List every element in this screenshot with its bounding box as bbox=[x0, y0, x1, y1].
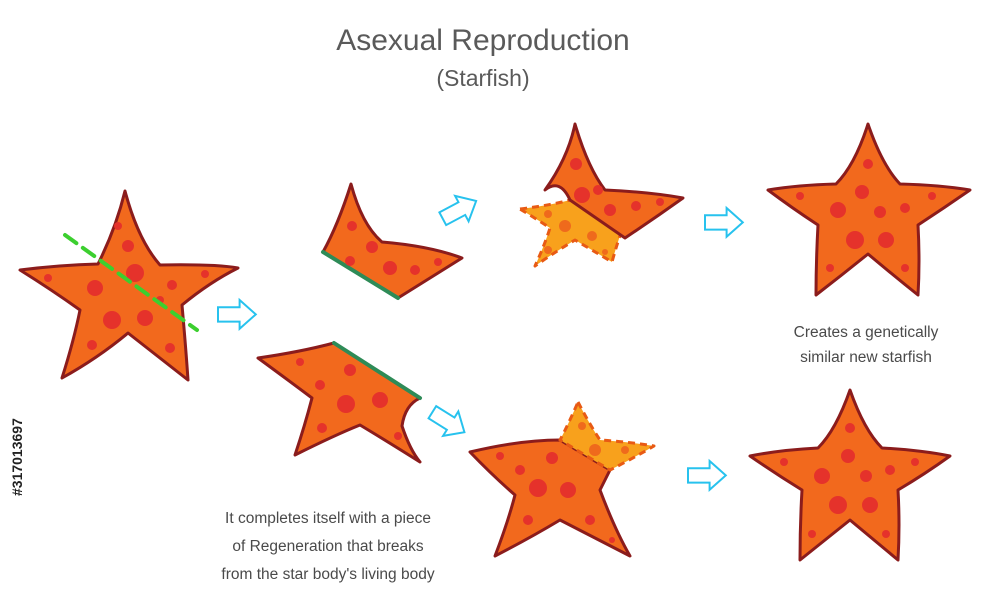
lower-new-starfish bbox=[748, 388, 952, 562]
caption-bottom-line-2: of Regeneration that breaks bbox=[232, 538, 424, 555]
stock-id-label: #317013697 bbox=[9, 418, 25, 496]
lower-fragment bbox=[256, 341, 422, 464]
arrow-right-icon bbox=[687, 458, 728, 493]
diagram-title: Asexual Reproduction bbox=[336, 24, 630, 57]
caption-right-line-2: similar new starfish bbox=[800, 349, 932, 366]
arrow-right-icon bbox=[427, 404, 466, 438]
original-starfish bbox=[18, 189, 240, 382]
cut-line bbox=[63, 233, 199, 332]
arrow-right-icon bbox=[704, 205, 745, 240]
arrow-right-icon bbox=[217, 297, 258, 332]
upper-fragment bbox=[321, 182, 464, 300]
diagram-subtitle: (Starfish) bbox=[436, 65, 529, 91]
lower-regenerating-starfish bbox=[468, 400, 656, 558]
upper-new-starfish bbox=[766, 122, 972, 297]
arrow-right-icon bbox=[438, 194, 478, 227]
caption-bottom-line-1: It completes itself with a piece bbox=[225, 510, 431, 527]
caption-bottom-line-3: from the star body's living body bbox=[221, 566, 434, 583]
caption-right-line-1: Creates a genetically bbox=[794, 324, 939, 341]
upper-regenerating-starfish bbox=[518, 122, 685, 268]
